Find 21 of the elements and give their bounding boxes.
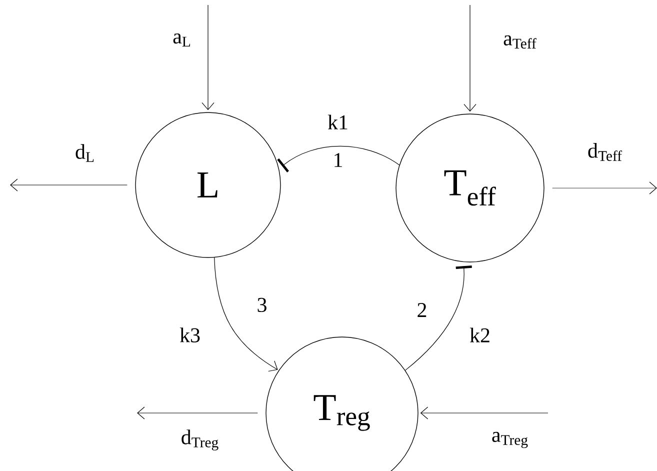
inhibition-edge [405,266,472,371]
arrow [10,178,128,192]
arrow [552,182,657,194]
arrow [214,257,278,372]
arrow [464,4,476,112]
arrow [420,406,548,420]
arrow [202,4,214,110]
arrow [137,406,258,420]
edge-label: k2 [470,328,490,342]
edge-label: a$_{Teff}$ [504,35,536,49]
edge-label: d$_{Treg}$ [182,430,218,450]
edge-label: k1 [328,114,348,130]
edge-label: d$_{L}$ [76,144,94,162]
edge-label: d$_{Teff}$ [588,143,622,161]
reaction-number: 3 [258,298,266,312]
edge-label: a$_{Treg}$ [492,432,528,448]
reaction-number: 2 [418,303,426,317]
inhibition-edge [277,146,400,172]
reaction-number: 1 [334,153,342,167]
edge-label: a$_{L}$ [173,34,190,46]
edge-label: k3 [180,328,200,342]
